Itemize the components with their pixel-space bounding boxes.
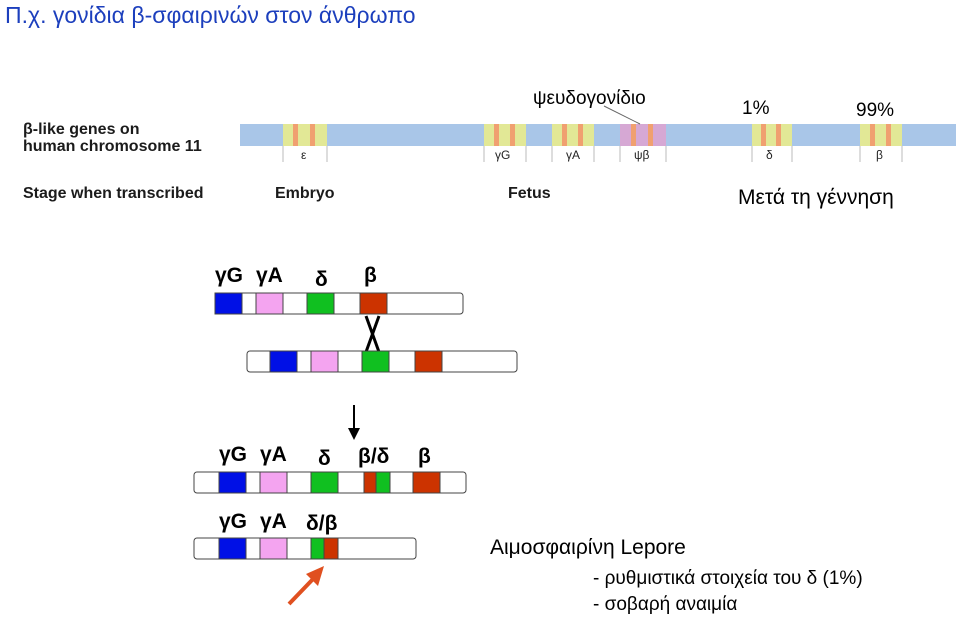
gene-delta-box (752, 124, 792, 146)
chromosome-lepore (193, 537, 417, 560)
gene-label-gammaA: γA (566, 148, 581, 162)
label-gammaG-lepore: γG (219, 510, 248, 533)
delta-part-product (375, 471, 391, 494)
chromosome-label-line1: β-like genes on (23, 121, 140, 138)
delta-part-lepore (310, 537, 325, 560)
chromosome-label-line2: human chromosome 11 (23, 138, 202, 155)
gammaA-gene-lepore (259, 537, 288, 560)
gene-label-gammaG: γG (495, 148, 511, 162)
lepore-title: Αιμοσφαιρίνη Lepore (490, 536, 686, 559)
gene-epsilon-box (283, 124, 327, 146)
crossover-mark (364, 315, 381, 353)
down-arrow-icon (348, 405, 360, 440)
gene-gammaG-box (484, 124, 526, 146)
slide-title: Π.χ. γονίδια β-σφαιρινών στον άνθρωπο (5, 2, 416, 28)
gammaA-gene-product (259, 471, 288, 494)
label-gammaG-a: γG (215, 264, 244, 287)
gene-label-beta: β (876, 148, 883, 162)
beta-part-lepore (323, 537, 339, 560)
gene-label-delta: δ (766, 148, 773, 162)
gammaG-gene-lepore (218, 537, 247, 560)
chromosome-bar (240, 124, 956, 146)
gene-gammaA-box (552, 124, 594, 146)
label-gammaA-a: γA (256, 264, 283, 287)
delta-gene-a (306, 292, 335, 315)
note-regulatory: - ρυθμιστικά στοιχεία του δ (1%) (593, 568, 863, 589)
gammaG-gene-product (218, 471, 247, 494)
after-birth-label: Μετά τη γέννηση (738, 186, 894, 209)
pseudogene-label: ψευδογονίδιο (533, 88, 646, 109)
delta-percent: 1% (742, 98, 770, 119)
label-beta-delta-product: β/δ (358, 445, 390, 468)
gammaA-gene-a (255, 292, 284, 315)
chromosome-a (214, 292, 464, 315)
gene-label-psibeta: ψβ (634, 148, 650, 162)
gammaG-gene-b (269, 350, 298, 373)
gammaA-gene-b (310, 350, 339, 373)
beta-gene-b (414, 350, 443, 373)
pseudogene-pointer (603, 105, 641, 125)
stage-fetus: Fetus (508, 185, 551, 202)
label-delta-a: δ (315, 268, 328, 291)
label-beta-product: β (418, 445, 431, 468)
label-gammaA-lepore: γA (260, 510, 287, 533)
beta-part-product (363, 471, 377, 494)
delta-gene-product (310, 471, 339, 494)
gene-label-epsilon: ε (301, 148, 307, 162)
gene-psibeta-box (620, 124, 666, 146)
label-gammaG-product: γG (219, 443, 248, 466)
label-delta-product: δ (318, 447, 331, 470)
gammaG-gene-a (214, 292, 243, 315)
note-anemia: - σοβαρή αναιμία (593, 594, 738, 615)
stage-embryo: Embryo (275, 185, 335, 202)
beta-gene-product (412, 471, 441, 494)
delta-gene-b (361, 350, 390, 373)
lepore-arrow-icon (287, 566, 324, 606)
stage-label: Stage when transcribed (23, 185, 204, 202)
beta-percent: 99% (856, 100, 895, 121)
label-delta-beta-lepore: δ/β (306, 512, 338, 535)
gene-beta-box (860, 124, 902, 146)
label-gammaA-product: γA (260, 443, 287, 466)
label-beta-a: β (364, 264, 377, 287)
beta-gene-a (359, 292, 388, 315)
